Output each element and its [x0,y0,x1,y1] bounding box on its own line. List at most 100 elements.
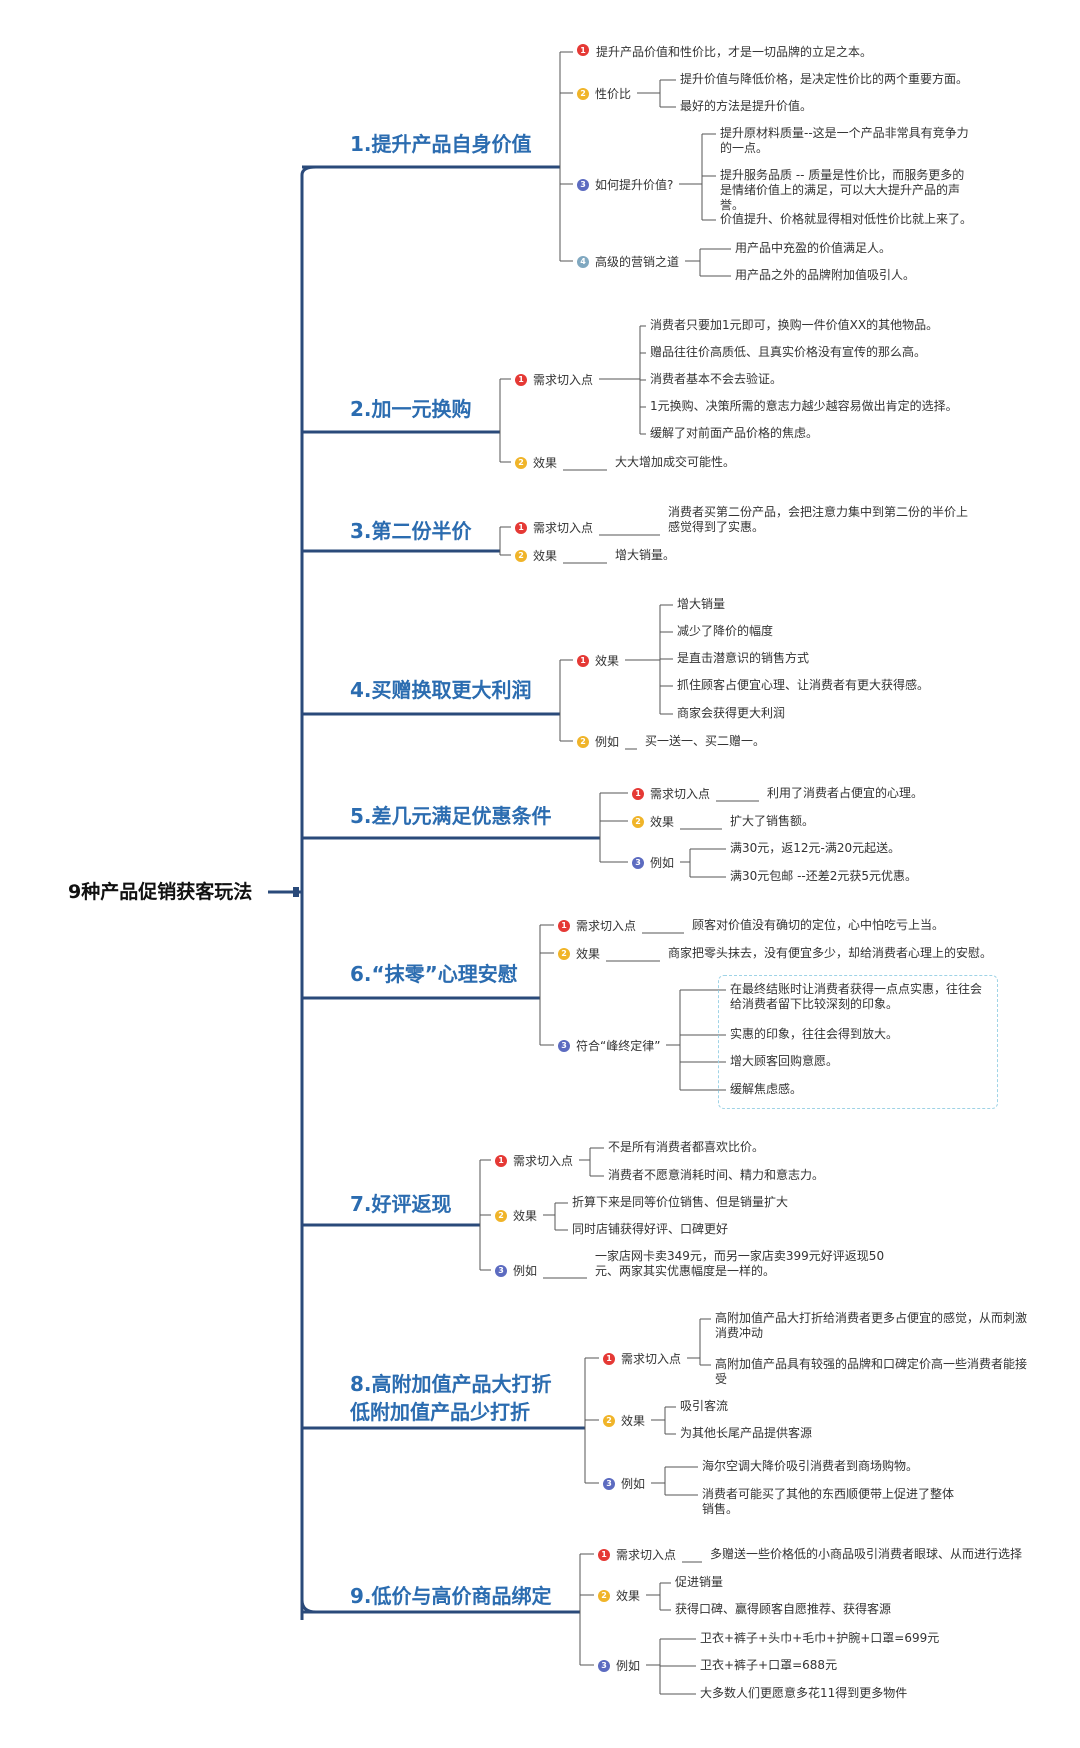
number-badge: 2 [515,549,527,562]
leaf-text[interactable]: 卫衣+裤子+头巾+毛巾+护腕+口罩=699元 [700,1631,940,1645]
branch-topic[interactable]: 2.加一元换购 [350,397,472,421]
sub-topic-label: 效果 [621,1414,646,1428]
leaf-text[interactable]: 用产品中充盈的价值满足人。 [735,241,892,255]
leaf-text[interactable]: 减少了降价的幅度 [677,624,774,638]
leaf-text[interactable]: 提升价值与降低价格，是决定性价比的两个重要方面。 [680,72,969,86]
root-topic[interactable]: 9种产品促销获客玩法 [68,881,253,903]
leaf-text[interactable]: 消费者买第二份产品，会把注意力集中到第二份的半价上感觉得到了实惠。 [668,505,969,534]
leaf-text[interactable]: 实惠的印象，往往会得到放大。 [730,1027,899,1041]
sub-topic-label: 效果 [616,1589,641,1603]
leaf-text[interactable]: 最好的方法是提升价值。 [680,99,813,113]
leaf-text[interactable]: 增大顾客回购意愿。 [730,1054,839,1068]
sub-topic[interactable]: 1 [577,44,595,56]
leaf-text[interactable]: 大大增加成交可能性。 [615,455,736,469]
leaf-text[interactable]: 商家把零头抹去，没有便宜多少，却给消费者心理上的安慰。 [668,946,993,960]
leaf-text[interactable]: 提升原材料质量--这是一个产品非常具有竞争力的一点。 [720,126,969,155]
leaf-text[interactable]: 一家店网卡卖349元，而另一家店卖399元好评返现50元、两家其实优惠幅度是一样… [595,1249,885,1278]
leaf-text[interactable]: 利用了消费者占便宜的心理。 [767,786,924,800]
leaf-text[interactable]: 同时店铺获得好评、口碑更好 [572,1222,729,1236]
leaf-text[interactable]: 顾客对价值没有确切的定位，心中怕吃亏上当。 [692,918,945,932]
leaf-text[interactable]: 价值提升、价格就显得相对低性价比就上来了。 [720,212,973,226]
sub-topic-label: 需求切入点 [533,373,594,387]
leaf-text[interactable]: 不是所有消费者都喜欢比价。 [608,1140,765,1154]
leaf-text[interactable]: 获得口碑、赢得顾客自愿推荐、获得客源 [675,1602,892,1616]
leaf-text[interactable]: 消费者可能买了其他的东西顺便带上促进了整体销售。 [702,1487,955,1516]
leaf-text[interactable]: 提升服务品质 -- 质量是性价比，而服务更多的是情绪价值上的满足，可以大大提升产… [720,168,965,212]
leaf-text[interactable]: 为其他长尾产品提供客源 [680,1426,813,1440]
leaf-text[interactable]: 用产品之外的品牌附加值吸引人。 [735,268,916,282]
sub-topic-label: 效果 [576,947,601,961]
number-badge: 1 [577,654,589,667]
number-badge: 1 [495,1154,507,1167]
branch-topic[interactable]: 9.低价与高价商品绑定 [350,1584,552,1608]
number-badge: 1 [598,1548,610,1561]
number-badge: 1 [632,787,644,800]
leaf-text[interactable]: 海尔空调大降价吸引消费者到商场购物。 [702,1459,919,1473]
leaf-text[interactable]: 消费者基本不会去验证。 [650,372,783,386]
branch-topic[interactable]: 1.提升产品自身价值 [350,132,532,156]
number-badge: 2 [632,815,644,828]
leaf-text[interactable]: 抓住顾客占便宜心理、让消费者有更大获得感。 [677,678,930,692]
leaf-text[interactable]: 缓解焦虑感。 [730,1082,803,1096]
leaf-text[interactable]: 卫衣+裤子+口罩=688元 [700,1658,838,1672]
leaf-text[interactable]: 吸引客流 [680,1399,729,1413]
leaf-text[interactable]: 买一送一、买二赠一。 [645,734,766,748]
highlight-frame [718,975,998,1109]
sub-topic-label: 性价比 [595,87,632,101]
leaf-text[interactable]: 增大销量 [677,597,726,611]
leaf-text[interactable]: 满30元，返12元-满20元起送。 [730,841,901,855]
leaf-text[interactable]: 多赠送一些价格低的小商品吸引消费者眼球、从而进行选择 [710,1547,1023,1561]
leaf-text[interactable]: 大多数人们更愿意多花11得到更多物件 [700,1686,908,1700]
leaf-text[interactable]: 缓解了对前面产品价格的焦虑。 [650,426,819,440]
leaf-text[interactable]: 消费者只要加1元即可，换购一件价值XX的其他物品。 [650,318,939,332]
leaf-text[interactable]: 促进销量 [675,1575,724,1589]
leaf-text[interactable]: 是直击潜意识的销售方式 [677,651,810,665]
branch-topic[interactable]: 5.差几元满足优惠条件 [350,804,552,828]
leaf-text[interactable]: 增大销量。 [615,548,676,562]
sub-topic-label: 效果 [650,815,675,829]
branch-topic[interactable]: 8.高附加值产品大打折 低附加值产品少打折 [350,1372,552,1424]
branch-topic[interactable]: 7.好评返现 [350,1192,452,1216]
leaf-text[interactable]: 在最终结账时让消费者获得一点点实惠，往往会给消费者留下比较深刻的印象。 [730,982,983,1011]
leaf-text[interactable]: 高附加值产品大打折给消费者更多占便宜的感觉，从而刺激消费冲动 [715,1311,1028,1340]
leaf-text[interactable]: 折算下来是同等价位销售、但是销量扩大 [572,1195,789,1209]
branch-topic[interactable]: 3.第二份半价 [350,519,472,543]
leaf-text[interactable]: 1元换购、决策所需的意志力越少越容易做出肯定的选择。 [650,399,958,413]
sub-topic[interactable]: 2 效果 [632,813,674,830]
leaf-text[interactable]: 消费者不愿意消耗时间、精力和意志力。 [608,1168,825,1182]
leaf-text[interactable]: 高附加值产品具有较强的品牌和口碑定价高一些消费者能接受 [715,1357,1028,1386]
leaf-text[interactable]: 赠品往往价高质低、且真实价格没有宣传的那么高。 [650,345,927,359]
leaf-text[interactable]: 商家会获得更大利润 [677,706,786,720]
leaf-text[interactable]: 扩大了销售额。 [730,814,815,828]
branch-topic[interactable]: 4.买赠换取更大利润 [350,678,532,702]
leaf-text[interactable]: 满30元包邮 --还差2元获5元优惠。 [730,869,918,883]
leaf-text[interactable]: 提升产品价值和性价比，才是一切品牌的立足之本。 [596,45,873,59]
branch-topic[interactable]: 6.“抹零”心理安慰 [350,962,518,986]
number-badge: 1 [577,44,589,56]
